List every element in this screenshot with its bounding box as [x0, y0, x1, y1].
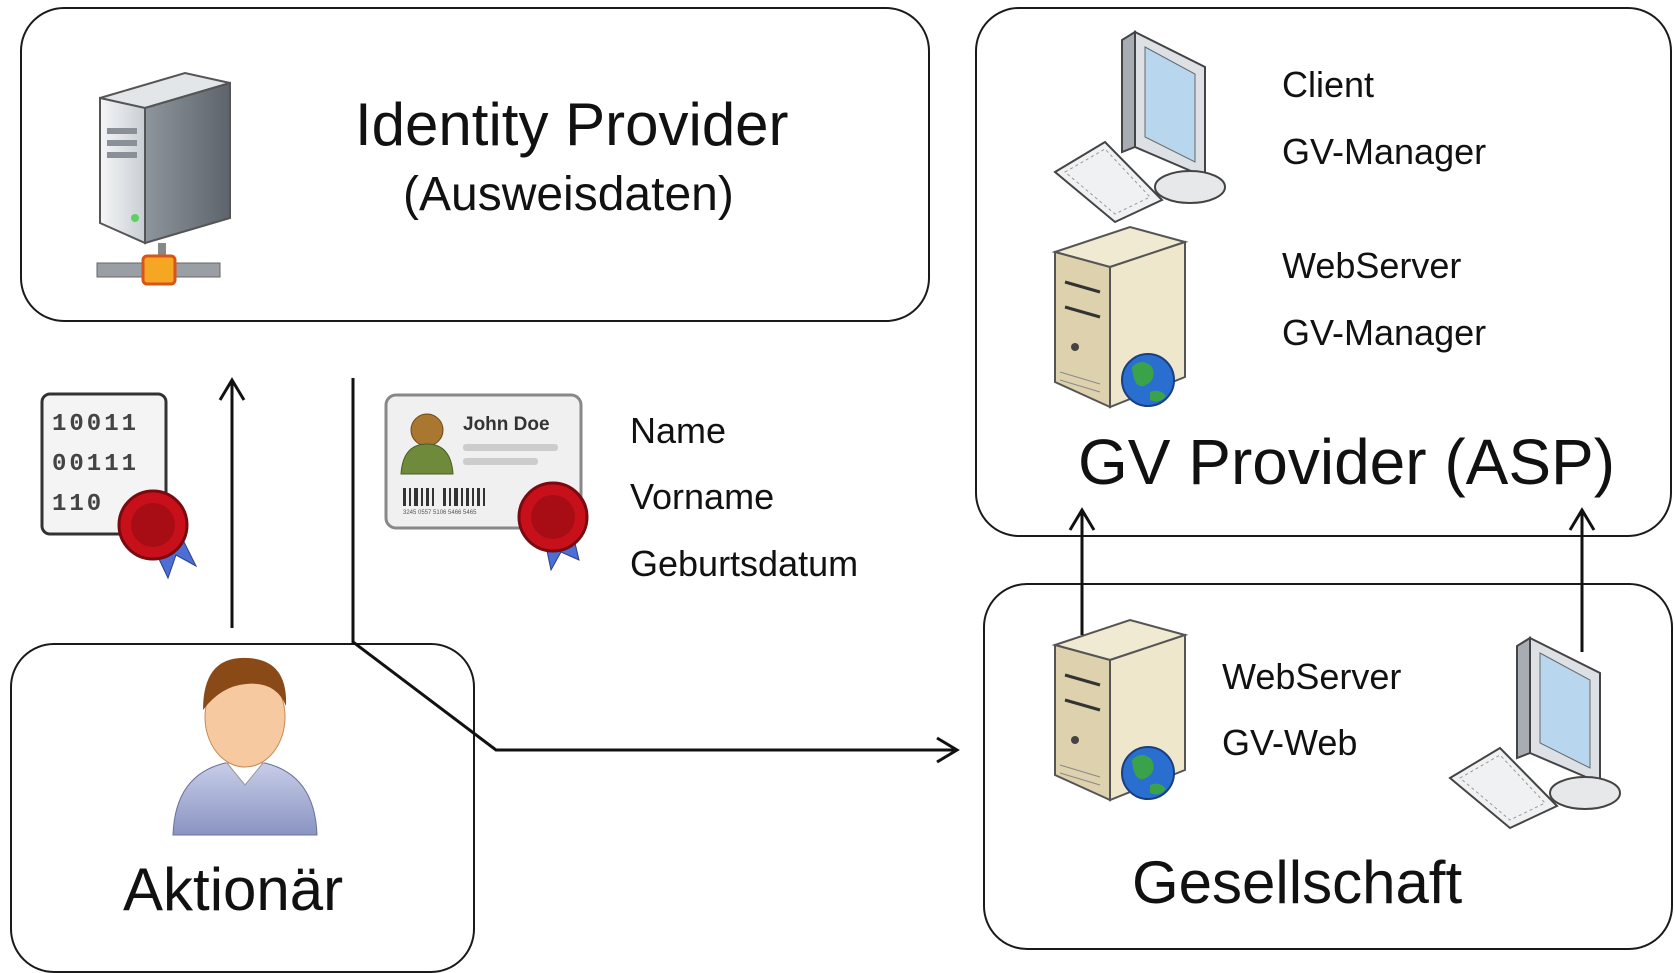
gv-provider-client-app: GV-Manager — [1282, 131, 1487, 172]
field-geburtsdatum: Geburtsdatum — [630, 543, 859, 584]
web-server-icon — [1051, 618, 1189, 802]
desktop-computer-icon — [1448, 636, 1621, 830]
gesellschaft-title: Gesellschaft — [1132, 849, 1463, 916]
gv-provider-client-label: Client — [1282, 64, 1375, 105]
id-card-barcode-number: 3245 0557 5106 5466 5465 — [403, 510, 477, 516]
gesellschaft-server-label: WebServer — [1222, 656, 1402, 697]
aktionaer-title: Aktionär — [123, 856, 344, 923]
identity-provider-subtitle: (Ausweisdaten) — [403, 168, 734, 221]
binary-line: 00111 — [52, 451, 139, 478]
digital-certificate-icon: 10011 00111 110 — [40, 392, 198, 580]
server-network-icon — [96, 71, 231, 286]
gv-provider-server-label: WebServer — [1282, 245, 1462, 286]
gesellschaft-server-app: GV-Web — [1222, 722, 1358, 763]
id-card-icon: John Doe 3245 0557 5106 5466 5465 — [384, 393, 589, 572]
field-vorname: Vorname — [630, 476, 775, 517]
id-card-holder-name: John Doe — [463, 414, 550, 435]
binary-line: 110 — [52, 491, 104, 518]
identity-provider-title: Identity Provider — [355, 91, 789, 158]
gv-provider-server-app: GV-Manager — [1282, 312, 1487, 353]
field-name: Name — [630, 410, 727, 451]
web-server-icon — [1051, 225, 1189, 409]
binary-line: 10011 — [52, 411, 139, 438]
desktop-computer-icon — [1053, 30, 1226, 224]
gv-provider-title: GV Provider (ASP) — [1078, 426, 1616, 498]
user-avatar-icon — [172, 657, 318, 836]
